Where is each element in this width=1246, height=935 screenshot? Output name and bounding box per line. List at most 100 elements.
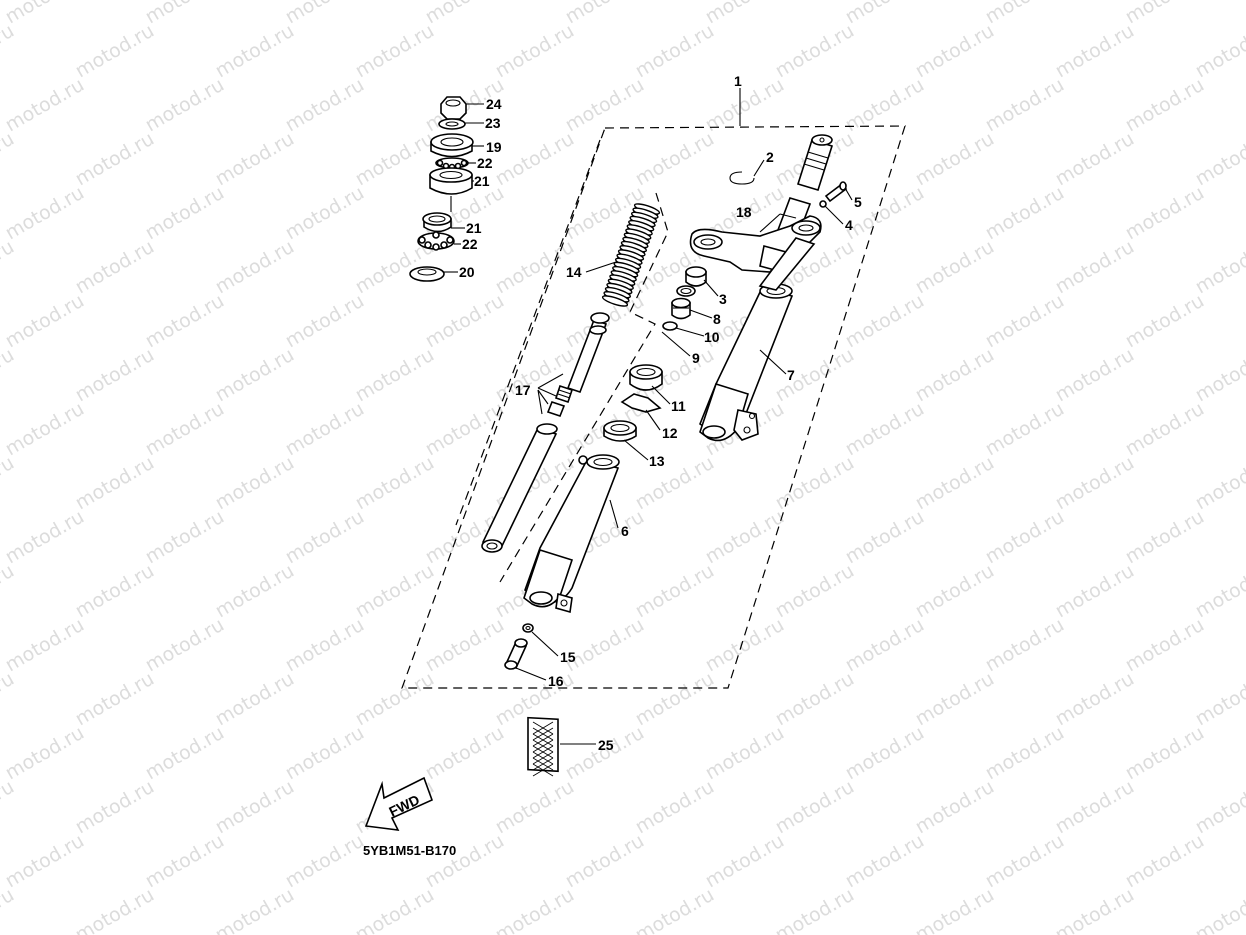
callout-22-lower: 22 (462, 236, 478, 252)
nut-24 (440, 96, 467, 120)
watermark-text: motod.ru (1052, 668, 1138, 731)
watermark-text: motod.ru (982, 506, 1068, 569)
watermark-text: motod.ru (702, 830, 788, 893)
callout-21-upper: 21 (474, 173, 490, 189)
watermark-text: motod.ru (702, 0, 788, 28)
clip-12 (620, 393, 662, 413)
outer-tube-7 (699, 283, 794, 442)
label-hatch-line (532, 721, 554, 735)
watermark-text: motod.ru (2, 182, 88, 245)
watermark-text: motod.ru (912, 344, 998, 407)
watermark-text: motod.ru (1052, 20, 1138, 83)
callout-22-upper: 22 (477, 155, 493, 171)
callout-11: 11 (671, 398, 686, 414)
bolt-5 (824, 181, 848, 203)
watermark-text: motod.ru (632, 776, 718, 839)
watermark-text: motod.ru (0, 560, 18, 623)
watermark-text: motod.ru (1052, 884, 1138, 935)
watermark-text: motod.ru (562, 614, 648, 677)
watermark-text: motod.ru (282, 506, 368, 569)
watermark-text: motod.ru (772, 884, 858, 935)
watermark-text: motod.ru (142, 290, 228, 353)
callout-16: 16 (548, 673, 564, 689)
watermark-text: motod.ru (842, 74, 928, 137)
watermark-text: motod.ru (72, 452, 158, 515)
label-hatch-line (532, 757, 554, 771)
watermark-text: motod.ru (142, 182, 228, 245)
watermark-text: motod.ru (842, 0, 928, 28)
watermark-text: motod.ru (1052, 344, 1138, 407)
callout-14: 14 (566, 264, 582, 280)
watermark-text: motod.ru (282, 830, 368, 893)
watermark-text: motod.ru (0, 668, 18, 731)
callout-4: 4 (845, 217, 853, 233)
label-hatch-line (532, 751, 554, 765)
watermark-text: motod.ru (562, 0, 648, 28)
watermark-text: motod.ru (772, 452, 858, 515)
watermark-text: motod.ru (982, 290, 1068, 353)
race-21-upper (429, 167, 473, 195)
watermark-text: motod.ru (282, 614, 368, 677)
watermark-text: motod.ru (982, 398, 1068, 461)
watermark-text: motod.ru (422, 722, 508, 785)
watermark-text: motod.ru (142, 74, 228, 137)
watermark-text: motod.ru (212, 560, 298, 623)
watermark-text: motod.ru (842, 722, 928, 785)
watermark-text: motod.ru (0, 20, 18, 83)
watermark-text: motod.ru (1122, 614, 1208, 677)
washer-15 (522, 623, 534, 633)
watermark-text: motod.ru (562, 722, 648, 785)
watermark-text: motod.ru (1122, 830, 1208, 893)
watermark-text: motod.ru (2, 506, 88, 569)
watermark-text: motod.ru (912, 20, 998, 83)
watermark-text: motod.ru (772, 560, 858, 623)
watermark-text: motod.ru (492, 20, 578, 83)
watermark-text: motod.ru (982, 830, 1068, 893)
watermark-text: motod.ru (72, 344, 158, 407)
watermark-text: motod.ru (772, 668, 858, 731)
watermark-text: motod.ru (982, 614, 1068, 677)
watermark-text: motod.ru (912, 560, 998, 623)
watermark-text: motod.ru (352, 452, 438, 515)
watermark-text: motod.ru (912, 776, 998, 839)
watermark-text: motod.ru (492, 776, 578, 839)
watermark-text: motod.ru (352, 884, 438, 935)
watermark-text: motod.ru (0, 884, 18, 935)
watermark-text: motod.ru (352, 344, 438, 407)
callout-6: 6 (621, 523, 629, 539)
ring-nut-19 (430, 133, 474, 158)
assembly-boundary-inner (455, 139, 601, 526)
watermark-text: motod.ru (2, 398, 88, 461)
watermark-text: motod.ru (632, 560, 718, 623)
callout-labels: 1 2 3 4 5 6 7 8 9 10 11 12 13 14 15 16 1… (459, 73, 862, 753)
watermark-text: motod.ru (142, 614, 228, 677)
watermark-text: motod.ru (1192, 560, 1246, 623)
watermark-text: motod.ru (282, 398, 368, 461)
watermark-text: motod.ru (2, 0, 88, 28)
callout-20: 20 (459, 264, 475, 280)
watermark-text: motod.ru (282, 290, 368, 353)
watermark-text: motod.ru (632, 884, 718, 935)
watermark-text: motod.ru (282, 722, 368, 785)
watermark-text: motod.ru (1122, 506, 1208, 569)
watermark-text: motod.ru (142, 830, 228, 893)
label-25 (527, 716, 559, 777)
assembly-boundary-outer (401, 125, 906, 689)
watermark-text: motod.ru (212, 668, 298, 731)
inner-tube (481, 423, 558, 553)
diagram-code: 5YB1M51-B170 (363, 843, 456, 858)
watermark-text: motod.ru (142, 0, 228, 28)
watermark-text: motod.ru (352, 20, 438, 83)
watermark-text: motod.ru (1122, 722, 1208, 785)
ring-13 (603, 420, 637, 442)
watermark-text: motod.ru (282, 74, 368, 137)
watermark-text: motod.ru (72, 776, 158, 839)
watermark-text: motod.ru (1122, 398, 1208, 461)
dust-seal-20 (409, 266, 445, 282)
watermark-text: motod.ru (352, 560, 438, 623)
watermark-text: motod.ru (0, 128, 18, 191)
watermark-text: motod.ru (1192, 20, 1246, 83)
